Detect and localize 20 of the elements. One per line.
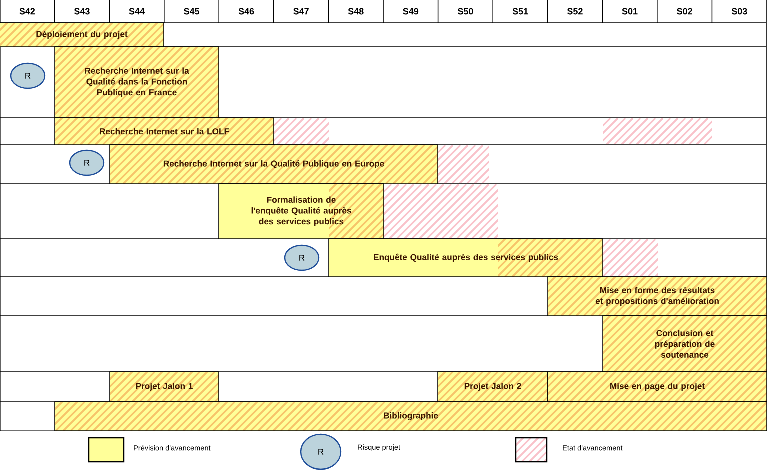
week-header: S47: [294, 8, 309, 15]
task-bar: Enquête Qualité auprès des services publics: [328, 238, 604, 278]
week-header: S50: [458, 8, 474, 15]
week-header: S52: [567, 8, 583, 15]
week-header: S02: [677, 8, 692, 15]
week-header: S46: [238, 8, 254, 15]
week-header: S03: [732, 8, 748, 15]
task-bar: Mise en forme des résultats et propositions d'amélioration: [548, 276, 767, 316]
task-bar: Recherche Internet sur la LOLF: [54, 118, 274, 146]
node-label: Mise en page du projet: [610, 382, 705, 392]
week-header: S49: [403, 8, 419, 15]
task-bar: Projet Jalon 2: [438, 372, 548, 402]
week-header: S48: [348, 8, 364, 15]
task-bar: Déploiement du projet: [0, 22, 164, 48]
week-header: S51: [512, 8, 528, 15]
task-bar: Conclusion et préparation de soutenance: [602, 316, 767, 372]
task-bar: Projet Jalon 1: [110, 372, 220, 402]
week-header: S45: [184, 8, 200, 15]
task-bar: Formalisation de l'enquête Qualité auprès des services publics: [218, 184, 384, 240]
week-header: S01: [622, 8, 638, 15]
